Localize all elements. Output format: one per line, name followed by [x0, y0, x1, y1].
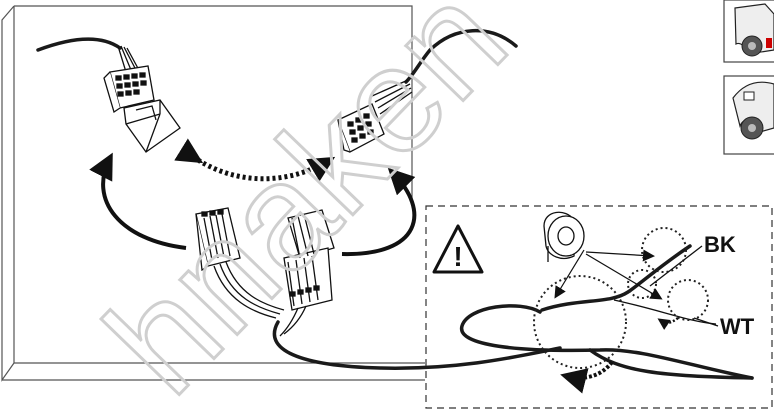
lower-harness-wires — [213, 261, 562, 370]
lower-right-connector — [283, 209, 335, 311]
mating-dotted-arrow — [174, 138, 336, 182]
wire-label-bk: BK — [704, 232, 736, 257]
tape-pointer-lines — [554, 249, 663, 300]
wrap-circles — [533, 227, 709, 369]
main-panel-frame — [1, 5, 425, 382]
left-curved-arrow — [89, 152, 187, 250]
wt-leader-line — [693, 317, 719, 327]
car-rear-thumbnail — [723, 75, 774, 155]
car-rear-icon — [732, 81, 774, 140]
lower-left-connector — [195, 207, 241, 272]
car-front-icon — [734, 3, 774, 57]
car-front-thumbnail — [723, 0, 774, 63]
warning-exclamation: ! — [453, 241, 462, 272]
warning-triangle-icon: ! — [432, 224, 484, 274]
upper-left-connector — [103, 65, 181, 153]
right-curved-arrow — [341, 167, 417, 257]
upper-right-harness — [337, 28, 518, 153]
wire-label-wt: WT — [720, 314, 755, 339]
detail-panel-frame — [425, 205, 773, 409]
tape-roll-icon — [543, 211, 585, 262]
upper-left-harness — [36, 37, 181, 153]
wrap-arrow-small — [657, 316, 679, 330]
wrap-direction-arrow — [560, 360, 614, 394]
bk-leader-line — [649, 245, 703, 287]
upper-right-connector — [337, 103, 385, 153]
